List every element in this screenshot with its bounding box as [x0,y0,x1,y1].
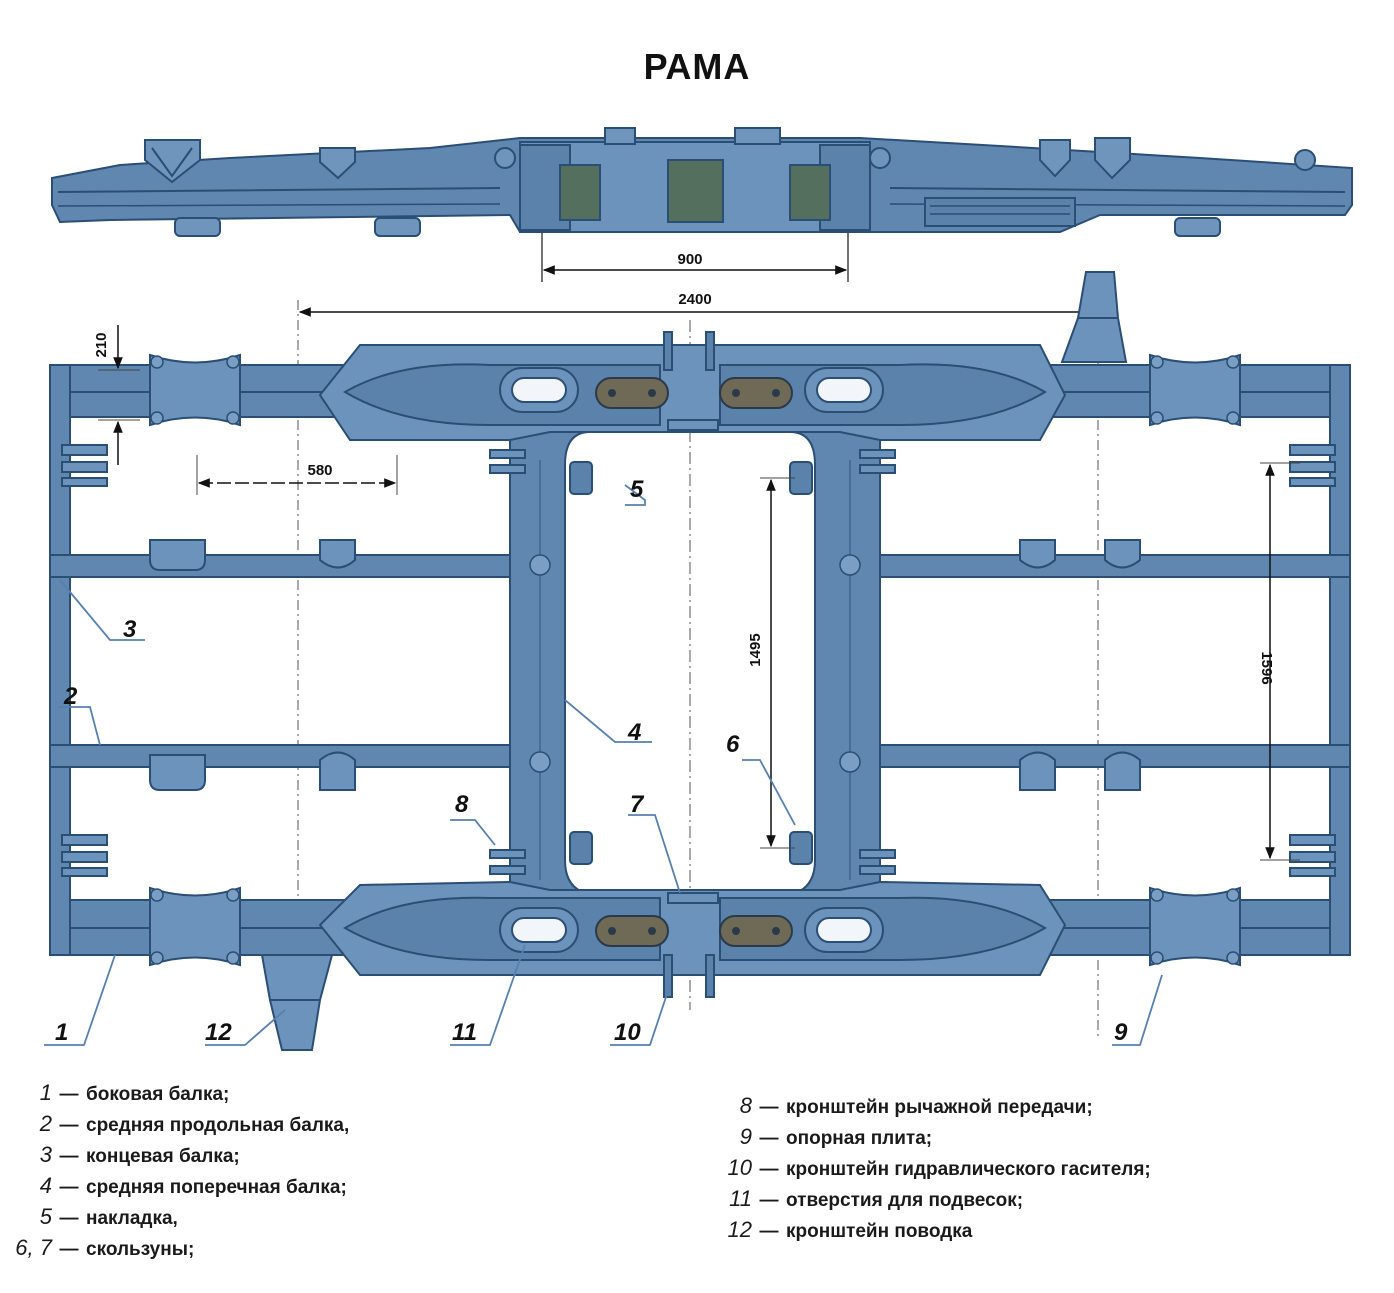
dim-580: 580 [307,462,332,479]
callout-3: 3 [123,616,137,643]
hanger-holes [499,367,884,953]
callout-7: 7 [630,791,645,818]
legend-item: 8—кронштейн рычажной передачи; [739,1093,1093,1118]
callout-8: 8 [455,791,469,818]
legend-left: 1—боковая балка; 2—средняя продольная ба… [0,1077,349,1263]
callout-6: 6 [726,731,740,758]
callout-2: 2 [63,683,78,710]
callout-12: 12 [205,1019,232,1046]
legend-item: 4—средняя поперечная балка; [39,1173,347,1198]
side-bracket [1094,137,1131,180]
middle-long-beam [49,744,521,768]
plan-view [49,271,1351,1051]
side-view [51,127,1353,237]
legend-item: 3—концевая балка; [39,1142,240,1167]
legend-item: 12—кронштейн поводка [727,1217,973,1242]
callout-4: 4 [627,719,641,746]
callout-1: 1 [55,1019,68,1046]
dim-1596: 1596 [1258,651,1275,684]
end-beam-left [49,364,71,956]
callout-10: 10 [614,1019,641,1046]
legend-item: 11—отверстия для подвесок; [729,1186,1024,1211]
legend-item: 10—кронштейн гидравлического гасителя; [727,1155,1151,1180]
side-bracket [144,139,201,184]
sliders [595,377,793,947]
legend-item: 1—боковая балка; [39,1080,230,1105]
legend-item: 2—средняя продольная балка, [39,1111,350,1136]
legend-item: 5—накладка, [39,1204,178,1229]
middle-long-beam [49,554,521,578]
legend-item: 9—опорная плита; [739,1124,933,1149]
lead-bracket-bottom [260,954,334,1051]
dim-210: 210 [93,332,110,357]
side-bracket [1039,139,1071,178]
callout-5: 5 [630,476,644,503]
support-plates [149,353,1241,967]
dim-1495: 1495 [747,633,764,666]
end-beam-right [1329,364,1351,956]
middle-cross-beams [509,429,881,901]
dim-2400: 2400 [678,291,711,308]
side-bracket [319,147,356,180]
callout-11: 11 [452,1019,477,1046]
legend-item: 6, 7—скользуны; [15,1235,195,1260]
callout-9: 9 [1114,1019,1128,1046]
diagram-title: РАМА [643,46,751,87]
legend-right: 8—кронштейн рычажной передачи; 9—опорная… [700,1090,1151,1245]
dim-900: 900 [677,251,702,268]
